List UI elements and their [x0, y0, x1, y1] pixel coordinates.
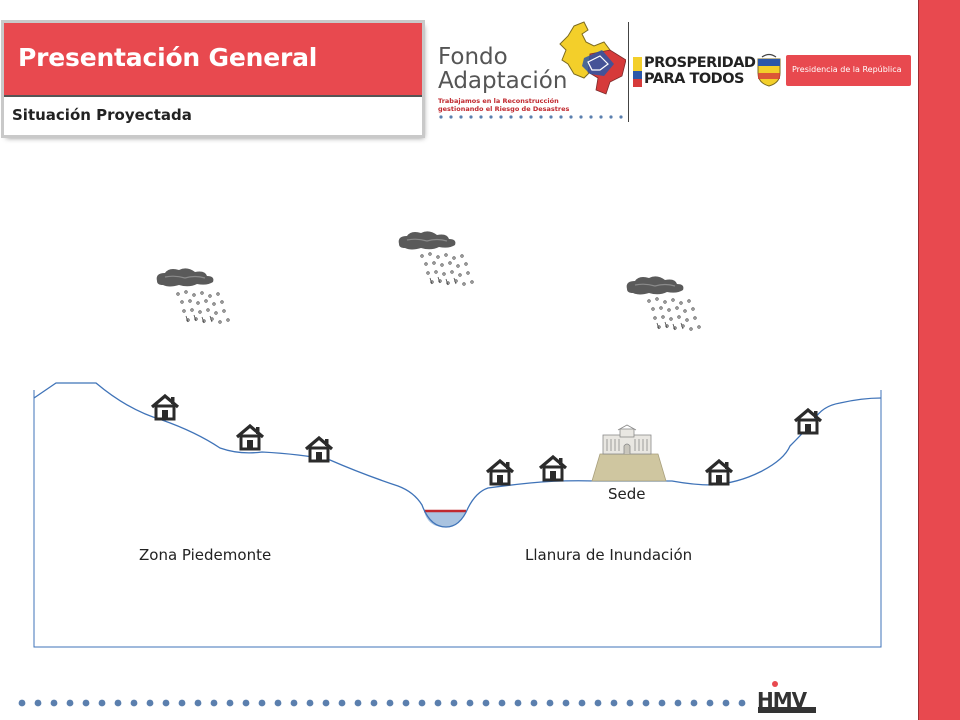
- sede-label: Sede: [608, 485, 646, 503]
- hmv-logo-graphic: [758, 681, 816, 713]
- fondo-tagline-2: gestionando el Riesgo de Desastres: [438, 105, 570, 113]
- page-subtitle: Situación Proyectada: [12, 106, 192, 124]
- coat-of-arms-icon: [757, 53, 781, 87]
- right-accent-bar: [918, 0, 960, 720]
- logo-divider: [628, 22, 629, 122]
- fondo-adaptacion-logo: Fondo Adaptación Trabajamos en la Recons…: [434, 20, 626, 125]
- logo-dotted-line: [439, 115, 623, 119]
- hmv-logo-text: HMV: [757, 688, 807, 712]
- terrain-profile-line: [33, 382, 882, 528]
- fondo-logo-word2: Adaptación: [438, 68, 568, 94]
- sede-platform: [591, 453, 667, 482]
- colombia-map-icon: [559, 21, 626, 95]
- rain-cloud-icon: [398, 230, 456, 251]
- fondo-tagline-1: Trabajamos en la Reconstrucción: [438, 97, 559, 105]
- zone-piedemonte-label: Zona Piedemonte: [139, 546, 272, 564]
- rain-cloud-icon: [156, 267, 214, 288]
- title-banner: Presentación General: [4, 23, 422, 95]
- rain-drops-icon: [420, 252, 474, 286]
- fondo-logo-word1: Fondo: [438, 44, 508, 70]
- prosperidad-text-1: PROSPERIDAD: [644, 55, 756, 71]
- rain-cloud-icon: [626, 275, 685, 296]
- rain-drops-icon: [647, 297, 701, 331]
- zone-llanura-label: Llanura de Inundación: [525, 546, 693, 564]
- prosperidad-text-2: PARA TODOS: [644, 71, 744, 87]
- flag-stripes-icon: [633, 57, 642, 87]
- prosperidad-logo: PROSPERIDAD PARA TODOS: [633, 55, 756, 89]
- presidencia-text: Presidencia de la República: [792, 65, 902, 74]
- rain-drops-icon: [176, 290, 230, 324]
- page-title: Presentación General: [18, 43, 318, 72]
- title-panel: Presentación General Situación Proyectad…: [4, 23, 422, 135]
- presidencia-logo: Presidencia de la República: [786, 55, 911, 86]
- footer-dotted-line: [18, 699, 746, 707]
- title-divider: [4, 95, 422, 97]
- sede-building-icon: [602, 424, 652, 455]
